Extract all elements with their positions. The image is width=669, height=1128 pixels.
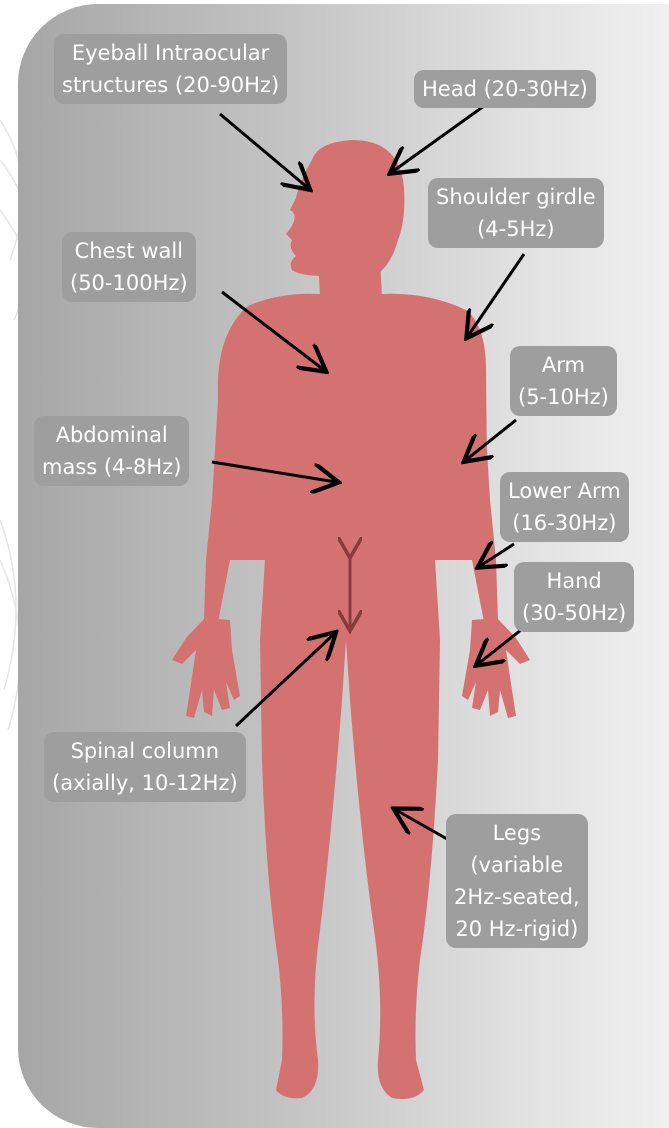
label-abdominal: Abdominal mass (4-8Hz): [34, 416, 189, 486]
label-shoulder-line1: Shoulder girdle: [436, 181, 596, 213]
label-arm-line1: Arm: [518, 349, 609, 381]
label-hand-line1: Hand: [522, 565, 626, 597]
label-lower-arm: Lower Arm (16-30Hz): [500, 472, 629, 542]
label-lower-arm-line1: Lower Arm: [508, 475, 621, 507]
head-shape: [286, 140, 404, 276]
label-shoulder: Shoulder girdle (4-5Hz): [428, 178, 604, 248]
right-arm-shape: [450, 320, 498, 622]
arrow-eyeball: [220, 114, 308, 188]
label-abdominal-line1: Abdominal: [42, 419, 181, 451]
label-spinal: Spinal column (axially, 10-12Hz): [44, 732, 246, 802]
left-hand-shape: [172, 618, 240, 718]
neck-shape: [318, 260, 382, 296]
label-chest: Chest wall (50-100Hz): [62, 232, 196, 302]
right-hand-shape: [462, 618, 530, 718]
label-arm: Arm (5-10Hz): [510, 346, 617, 416]
torso-shape: [218, 294, 488, 1099]
label-eyeball: Eyeball Intraocular structures (20-90Hz): [54, 34, 287, 104]
label-legs-line2: (variable: [454, 849, 580, 881]
label-legs-line3: 2Hz-seated,: [454, 881, 580, 913]
label-shoulder-line2: (4-5Hz): [436, 213, 596, 245]
label-arm-line2: (5-10Hz): [518, 381, 609, 413]
label-legs: Legs (variable 2Hz-seated, 20 Hz-rigid): [446, 814, 588, 948]
label-spinal-line2: (axially, 10-12Hz): [52, 767, 238, 799]
arrow-head: [392, 106, 484, 172]
label-eyeball-line1: Eyeball Intraocular: [62, 37, 279, 69]
label-head: Head (20-30Hz): [414, 70, 596, 108]
label-lower-arm-line2: (16-30Hz): [508, 507, 621, 539]
label-hand: Hand (30-50Hz): [514, 562, 634, 632]
label-hand-line2: (30-50Hz): [522, 597, 626, 629]
label-eyeball-line2: structures (20-90Hz): [62, 69, 279, 101]
label-head-line1: Head (20-30Hz): [422, 73, 588, 105]
label-chest-line2: (50-100Hz): [70, 267, 188, 299]
arrow-shoulder: [468, 254, 524, 336]
label-chest-line1: Chest wall: [70, 235, 188, 267]
label-spinal-line1: Spinal column: [52, 735, 238, 767]
left-arm-shape: [204, 320, 252, 622]
label-legs-line1: Legs: [454, 817, 580, 849]
label-abdominal-line2: mass (4-8Hz): [42, 451, 181, 483]
label-legs-line4: 20 Hz-rigid): [454, 913, 580, 945]
